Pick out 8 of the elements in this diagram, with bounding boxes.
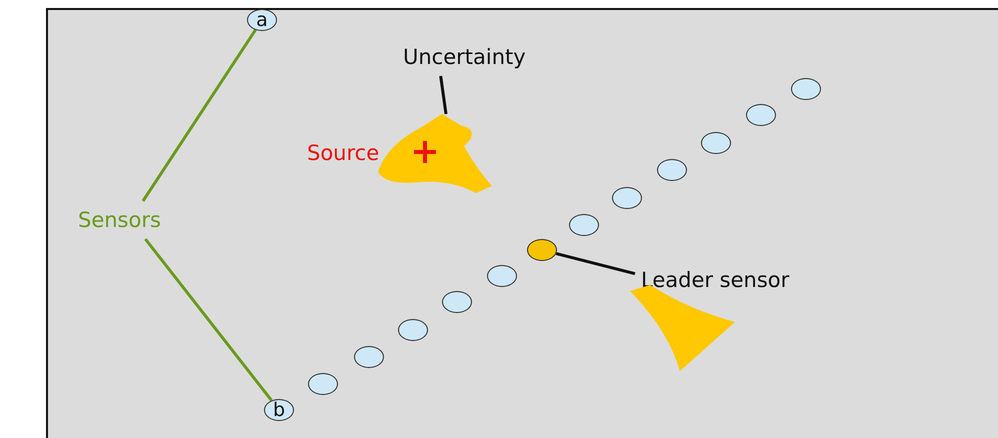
- leader-line: [142, 29, 257, 202]
- leader-sensor-label: Leader sensor: [641, 267, 790, 293]
- sensors-label: Sensors: [78, 207, 161, 233]
- leader-line: [439, 76, 448, 114]
- leader-line: [556, 252, 636, 276]
- source-label: Source: [307, 140, 380, 166]
- uncertainty-label: Uncertainty: [403, 44, 526, 70]
- leader-line: [144, 238, 273, 402]
